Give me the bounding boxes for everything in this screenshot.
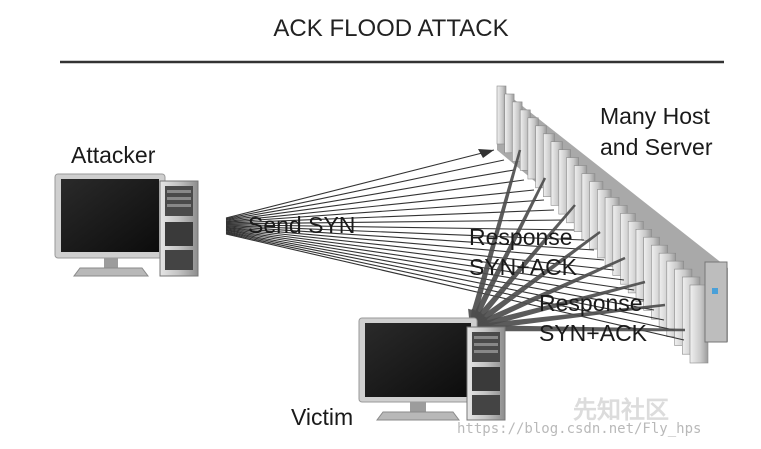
response-lower-line1: Response — [539, 290, 643, 316]
victim-computer-icon — [358, 317, 506, 421]
response-arrow — [470, 303, 666, 333]
syn-request-line — [225, 149, 495, 219]
syn-request-line — [225, 225, 585, 241]
watermark-url: https://blog.csdn.net/Fly_hps — [457, 421, 702, 437]
syn-request-line — [225, 209, 555, 224]
syn-request-line — [225, 227, 615, 271]
server-rack-icon — [496, 85, 728, 364]
diagram-title: ACK FLOOD ATTACK — [273, 15, 509, 42]
servers-label-line1: Many Host — [600, 103, 710, 129]
response-upper-line2: SYN+ACK — [469, 254, 578, 280]
servers-label-line2: and Server — [600, 134, 713, 160]
syn-request-line — [225, 228, 625, 281]
syn-request-line — [225, 219, 565, 225]
attacker-computer-icon — [54, 173, 199, 277]
syn-request-line — [225, 225, 595, 251]
response-lower-line2: SYN+ACK — [539, 320, 648, 346]
syn-request-line — [225, 230, 645, 301]
syn-request-line — [225, 159, 505, 220]
syn-request-line — [225, 231, 665, 321]
watermark-logo: 先知社区 — [573, 396, 669, 424]
response-arrow — [470, 280, 646, 331]
syn-request-line — [225, 199, 545, 223]
syn-request-line — [225, 169, 515, 221]
syn-request-line — [225, 226, 605, 261]
syn-request-line — [225, 179, 525, 222]
response-arrows — [468, 149, 685, 336]
response-arrow — [470, 231, 601, 328]
response-arrow — [470, 321, 685, 336]
response-arrow — [470, 256, 626, 328]
syn-request-line — [225, 229, 635, 291]
syn-request-line — [225, 233, 685, 341]
rack-end-panel — [704, 261, 728, 343]
response-label-upper: Response SYN+ACK — [469, 222, 577, 282]
response-arrow — [470, 177, 547, 328]
syn-request-line — [225, 224, 575, 231]
syn-arrowhead — [478, 149, 494, 158]
syn-request-line — [225, 189, 535, 222]
victim-label: Victim — [291, 404, 354, 430]
send-syn-label: Send SYN — [248, 212, 356, 238]
rack-status-light — [712, 288, 718, 294]
attacker-label: Attacker — [71, 142, 156, 168]
response-arrow — [470, 204, 576, 328]
response-arrow — [468, 149, 522, 328]
response-upper-line1: Response — [469, 224, 573, 250]
response-label-lower: Response SYN+ACK — [539, 288, 647, 348]
servers-label: Many Host and Server — [600, 101, 713, 163]
